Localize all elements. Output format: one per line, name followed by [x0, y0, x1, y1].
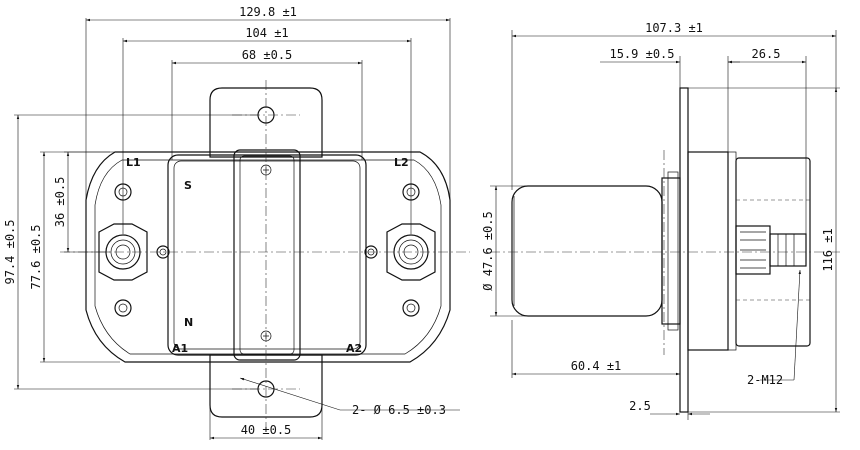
svg-text:40 ±0.5: 40 ±0.5 [241, 423, 292, 437]
dim-coil-diameter: Ø 47.6 ±0.5 [481, 185, 540, 317]
svg-text:104 ±1: 104 ±1 [245, 26, 288, 40]
svg-text:77.6 ±0.5: 77.6 ±0.5 [29, 224, 43, 289]
svg-text:68 ±0.5: 68 ±0.5 [242, 48, 293, 62]
dim-overall-width: 129.8 ±1 [85, 5, 451, 200]
coil-housing [167, 154, 367, 356]
label-s: S [184, 179, 192, 192]
label-l1: L1 [126, 156, 141, 169]
label-l2: L2 [394, 156, 409, 169]
svg-text:129.8 ±1: 129.8 ±1 [239, 5, 297, 19]
svg-text:Ø 47.6 ±0.5: Ø 47.6 ±0.5 [481, 211, 495, 290]
dim-flange-thickness: 2.5 [629, 399, 710, 420]
dim-thread-note: 2-M12 [747, 269, 802, 387]
dim-overall-height: 97.4 ±0.5 [3, 114, 258, 390]
base-screws [114, 183, 420, 317]
svg-text:116 ±1: 116 ±1 [821, 228, 835, 271]
label-a1: A1 [172, 342, 188, 355]
dim-terminal-offset: 36 ±0.5 [53, 151, 110, 253]
dim-body-length: 60.4 ±1 [511, 320, 681, 412]
svg-text:26.5: 26.5 [752, 47, 781, 61]
svg-text:60.4 ±1: 60.4 ±1 [571, 359, 622, 373]
mounting-flange [679, 87, 689, 413]
dim-stud-projection: 26.5 [728, 47, 807, 234]
base-plate [85, 151, 451, 363]
dim-flange-to-nut: 15.9 ±0.5 [600, 47, 740, 152]
mount-tab-top [209, 87, 323, 158]
svg-text:2- Ø 6.5 ±0.3: 2- Ø 6.5 ±0.3 [352, 403, 446, 417]
svg-text:2.5: 2.5 [629, 399, 651, 413]
svg-text:97.4 ±0.5: 97.4 ±0.5 [3, 219, 17, 284]
dim-side-overall-length: 107.3 ±1 [511, 21, 837, 190]
dim-coil-width: 68 ±0.5 [171, 48, 363, 160]
label-a2: A2 [346, 342, 362, 355]
front-view: L1 L2 S N A1 A2 129.8 ±1 104 ±1 68 ±0.5 [3, 5, 470, 440]
label-n: N [184, 316, 193, 329]
terminal-stud [735, 225, 807, 275]
svg-text:15.9 ±0.5: 15.9 ±0.5 [609, 47, 674, 61]
dim-hole-note: 2- Ø 6.5 ±0.3 [239, 377, 460, 417]
svg-text:2-M12: 2-M12 [747, 373, 783, 387]
contact-housing [687, 151, 729, 351]
dim-body-height: 77.6 ±0.5 [29, 151, 120, 363]
dim-terminal-spacing: 104 ±1 [122, 26, 412, 234]
label-strip [233, 149, 301, 361]
dim-flange-height: 116 ±1 [688, 87, 840, 413]
coil-cylinder [511, 185, 663, 317]
housing-collar [661, 177, 681, 325]
svg-text:107.3 ±1: 107.3 ±1 [645, 21, 703, 35]
side-view: 107.3 ±1 15.9 ±0.5 26.5 Ø 47.6 ±0.5 60.4… [481, 21, 840, 420]
svg-text:36 ±0.5: 36 ±0.5 [53, 177, 67, 228]
dim-mount-spacing: 40 ±0.5 [209, 405, 323, 440]
